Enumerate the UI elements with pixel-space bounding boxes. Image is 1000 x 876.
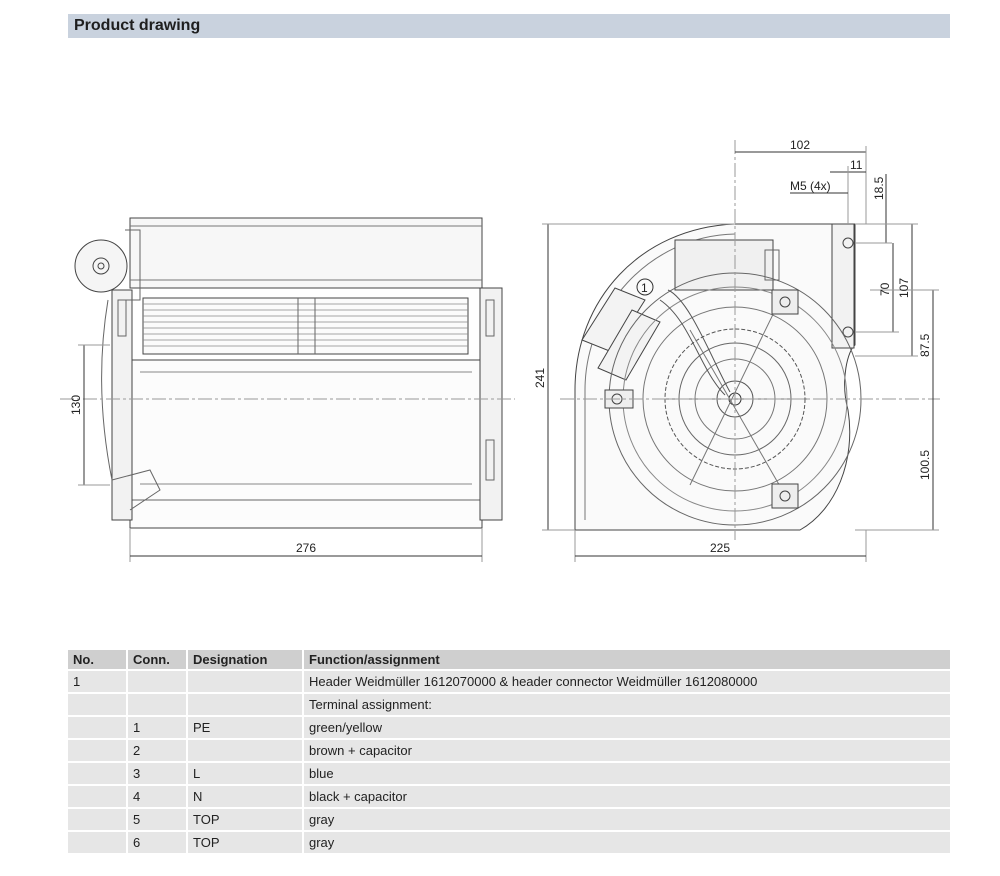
table-row: Terminal assignment:: [68, 694, 950, 715]
product-drawing: 130 276 102 11 M5 (4x) 18.5 241 70 107 8…: [60, 138, 940, 562]
cell-no: [68, 832, 128, 853]
header-designation: Designation: [188, 650, 304, 669]
side-view: [542, 140, 940, 562]
dim-side-top: 102: [790, 138, 810, 152]
cell-conn: 4: [128, 786, 188, 807]
cell-designation: TOP: [188, 832, 304, 853]
cell-no: [68, 740, 128, 761]
dim-side-seventy: 70: [878, 282, 892, 296]
section-title: Product drawing: [74, 17, 201, 34]
cell-conn: 5: [128, 809, 188, 830]
table-row: 5 TOP gray: [68, 809, 950, 830]
cell-no: [68, 763, 128, 784]
header-function: Function/assignment: [304, 650, 950, 669]
cell-designation: TOP: [188, 809, 304, 830]
cell-function: Header Weidmüller 1612070000 & header co…: [304, 671, 950, 692]
table-row: 4 N black + capacitor: [68, 786, 950, 807]
cell-function: Terminal assignment:: [304, 694, 950, 715]
dim-front-height: 130: [69, 395, 83, 415]
cell-conn: [128, 694, 188, 715]
dim-side-eleven: 11: [850, 158, 863, 172]
cell-no: [68, 786, 128, 807]
table-row: 1 PE green/yellow: [68, 717, 950, 738]
cell-conn: 2: [128, 740, 188, 761]
cell-conn: 1: [128, 717, 188, 738]
cell-designation: N: [188, 786, 304, 807]
front-view: [60, 217, 515, 562]
cell-function: black + capacitor: [304, 786, 950, 807]
table-header-row: No. Conn. Designation Function/assignmen…: [68, 650, 950, 669]
cell-designation: [188, 694, 304, 715]
cell-designation: [188, 671, 304, 692]
cell-conn: 3: [128, 763, 188, 784]
table-row: 1 Header Weidmüller 1612070000 & header …: [68, 671, 950, 692]
dim-side-87: 87.5: [918, 333, 932, 357]
terminal-assignment-table: No. Conn. Designation Function/assignmen…: [68, 648, 950, 855]
cell-designation: PE: [188, 717, 304, 738]
table-row: 3 L blue: [68, 763, 950, 784]
cell-conn: 6: [128, 832, 188, 853]
cell-function: gray: [304, 832, 950, 853]
cell-function: green/yellow: [304, 717, 950, 738]
header-no: No.: [68, 650, 128, 669]
cell-no: [68, 809, 128, 830]
cell-conn: [128, 671, 188, 692]
dim-side-total-height: 241: [533, 368, 547, 388]
cell-function: brown + capacitor: [304, 740, 950, 761]
dim-side-thread: M5 (4x): [790, 179, 831, 193]
dim-front-width: 276: [296, 541, 316, 555]
cell-no: 1: [68, 671, 128, 692]
dim-side-width: 225: [710, 541, 730, 555]
table-row: 6 TOP gray: [68, 832, 950, 853]
dim-side-107: 107: [897, 278, 911, 298]
dim-side-100: 100.5: [918, 450, 932, 480]
cell-designation: [188, 740, 304, 761]
cell-designation: L: [188, 763, 304, 784]
cell-function: blue: [304, 763, 950, 784]
cell-function: gray: [304, 809, 950, 830]
section-header: Product drawing: [68, 14, 950, 38]
cell-no: [68, 694, 128, 715]
header-conn: Conn.: [128, 650, 188, 669]
dim-side-eighteen: 18.5: [872, 176, 886, 200]
callout-number: 1: [641, 281, 648, 295]
cell-no: [68, 717, 128, 738]
table-row: 2 brown + capacitor: [68, 740, 950, 761]
